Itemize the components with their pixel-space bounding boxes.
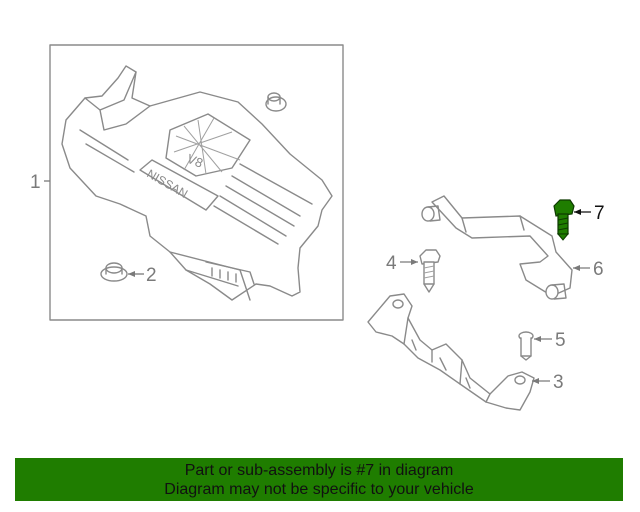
engine-cover-frame <box>49 44 344 321</box>
callout-2: 2 <box>146 265 157 286</box>
banner-line-2: Diagram may not be specific to your vehi… <box>164 481 474 498</box>
stay-part[interactable] <box>367 293 535 411</box>
callout-4: 4 <box>386 253 397 274</box>
bolt-part-highlighted[interactable] <box>553 199 575 241</box>
callout-1: 1 <box>30 172 41 193</box>
grommet-part[interactable] <box>100 262 128 282</box>
v8-badge-text: V8 <box>185 151 205 171</box>
callout-6: 6 <box>593 259 604 280</box>
callout-3: 3 <box>553 372 564 393</box>
bolt-part-4[interactable] <box>419 249 441 293</box>
pin-part[interactable] <box>518 331 534 361</box>
grommet-top[interactable] <box>265 92 287 112</box>
callout-5: 5 <box>555 330 566 351</box>
part-info-banner: Part or sub-assembly is #7 in diagram Di… <box>15 458 623 501</box>
banner-line-1: Part or sub-assembly is #7 in diagram <box>184 462 454 479</box>
bracket-part[interactable] <box>421 195 573 300</box>
callout-7: 7 <box>594 203 605 224</box>
engine-cover-part[interactable]: V8 NISSAN <box>61 65 333 301</box>
